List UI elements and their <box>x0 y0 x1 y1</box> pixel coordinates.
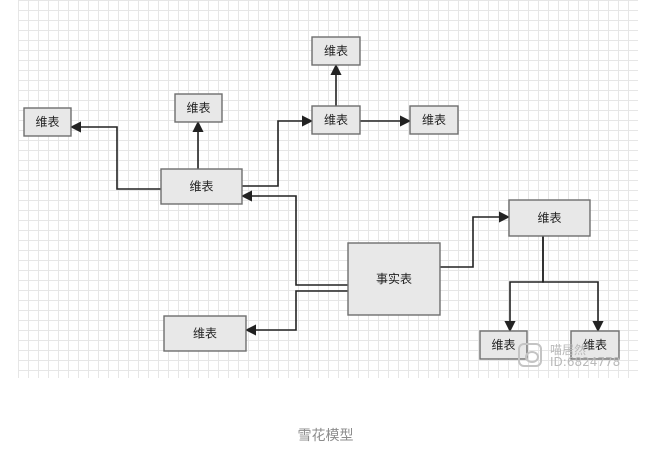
grid-canvas: 事实表维表维表维表维表维表维表维表维表维表维表 <box>18 0 638 378</box>
node-box <box>347 242 441 316</box>
node-fact: 事实表 <box>347 242 441 316</box>
node-label: 维表 <box>193 327 217 341</box>
node-dim-c: 维表 <box>508 199 591 237</box>
node-dim-d: 维表 <box>163 315 247 352</box>
node-box <box>163 315 247 352</box>
figure-caption: 雪花模型 <box>297 428 354 444</box>
edge-fact-to-dim_c <box>440 211 511 268</box>
node-dim-a-left: 维表 <box>23 107 72 137</box>
edge-fact-to-dim_a <box>240 190 348 286</box>
edge-fact-to-dim_d <box>244 290 348 336</box>
node-box <box>409 105 459 135</box>
node-dim-c-right: 维表 <box>570 330 620 360</box>
edge-dim_a-to-dim_a_left <box>69 121 161 190</box>
edges-layer <box>69 63 604 336</box>
node-label: 维表 <box>422 113 446 127</box>
watermark-id: ID:6824778 <box>550 355 621 369</box>
node-box <box>160 168 243 205</box>
node-box <box>311 105 361 135</box>
node-box <box>508 199 591 237</box>
node-label: 维表 <box>491 338 515 352</box>
node-dim-a-top: 维表 <box>174 93 223 123</box>
node-box <box>311 36 361 66</box>
node-label: 维表 <box>324 113 348 127</box>
node-box <box>570 330 620 360</box>
node-dim-b-top: 维表 <box>311 36 361 66</box>
node-label: 事实表 <box>376 271 412 286</box>
node-box <box>23 107 72 137</box>
wechat-logo-icon <box>518 343 542 367</box>
snowflake-diagram: 事实表维表维表维表维表维表维表维表维表维表维表 <box>23 36 620 360</box>
node-box <box>174 93 223 123</box>
node-label: 维表 <box>189 180 213 194</box>
nodes-layer: 事实表维表维表维表维表维表维表维表维表维表维表 <box>23 36 620 360</box>
node-label: 维表 <box>537 211 561 225</box>
edge-dim_c-to-dim_c_left <box>504 236 544 333</box>
node-label: 维表 <box>186 101 210 115</box>
node-dim-b-right: 维表 <box>409 105 459 135</box>
node-label: 维表 <box>35 115 59 129</box>
node-dim-b: 维表 <box>311 105 361 135</box>
watermark-name: 喵居然 <box>550 343 587 357</box>
node-label: 维表 <box>583 338 607 352</box>
watermark: 喵居然 ID:6824778 <box>518 341 638 373</box>
node-dim-a: 维表 <box>160 168 243 205</box>
edge-dim_a-to-dim_b <box>242 115 314 187</box>
node-label: 维表 <box>324 44 348 58</box>
edge-dim_c-to-dim_c_right <box>542 236 604 333</box>
